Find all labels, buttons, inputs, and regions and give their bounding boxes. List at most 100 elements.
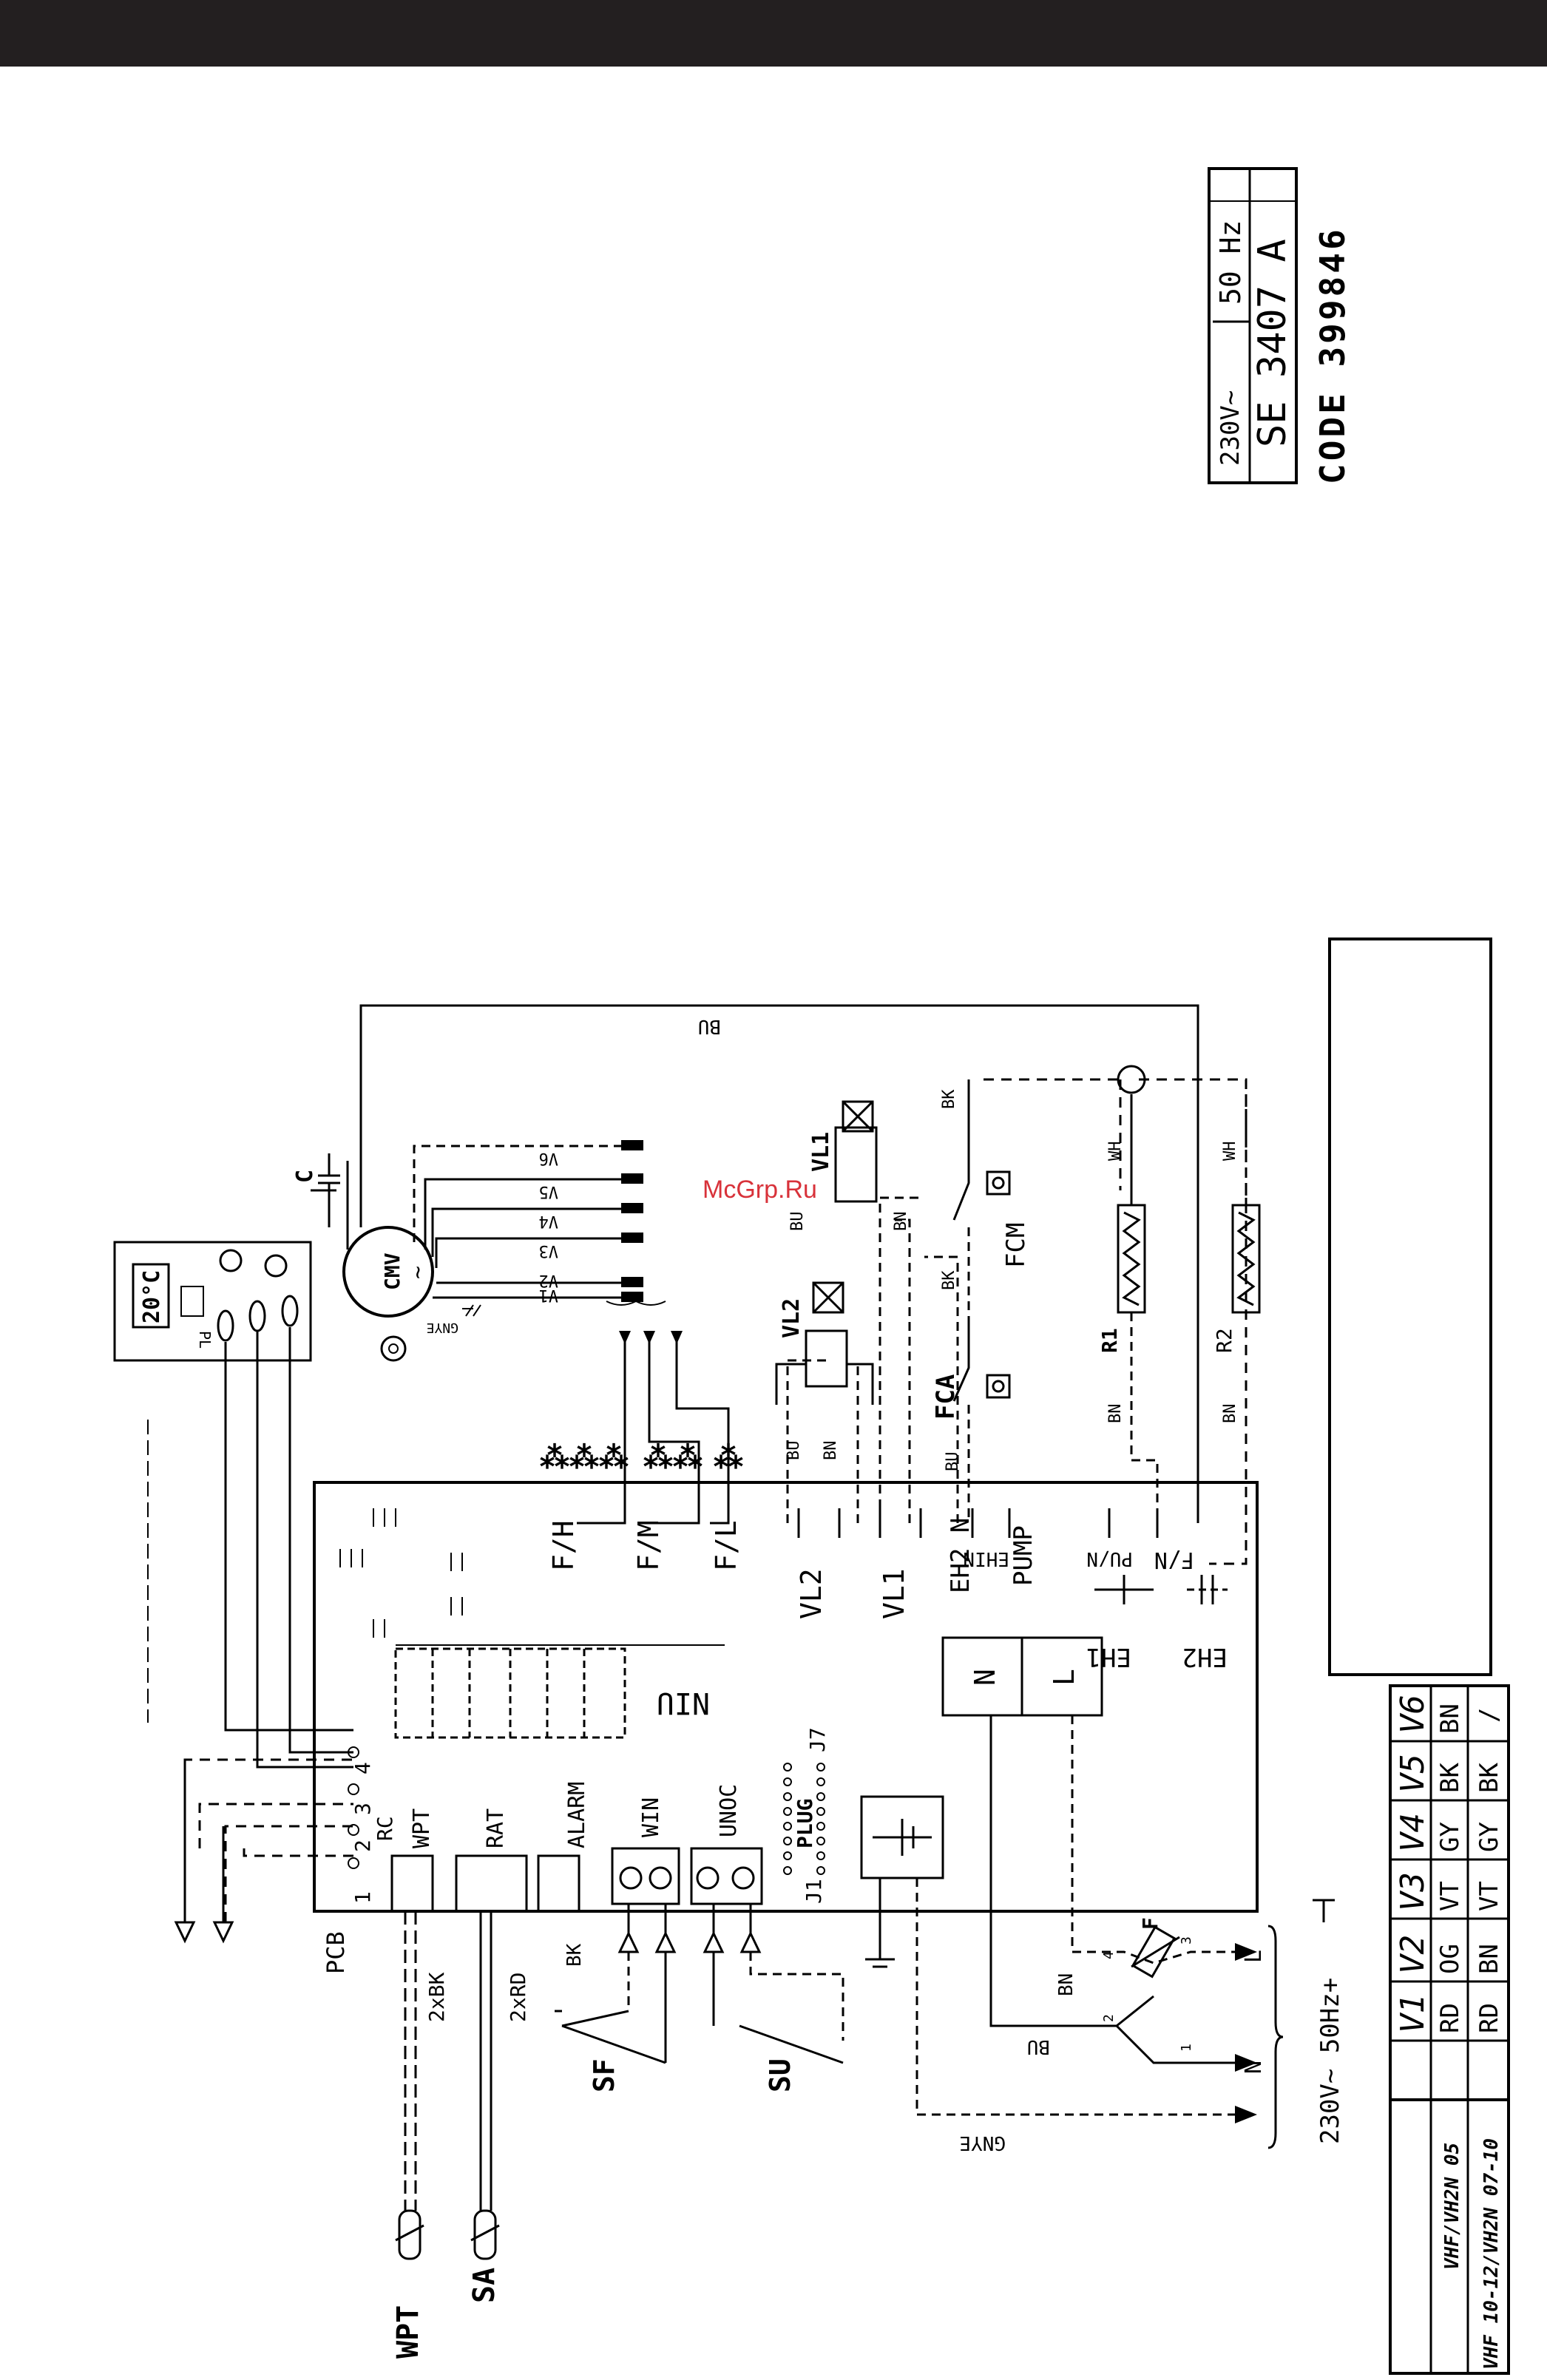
motor-tap-wires	[413, 1145, 629, 1299]
table-row1-model: VHF/VH2N 05	[1441, 2143, 1463, 2270]
term-vl1: VL1	[878, 1568, 910, 1619]
terminal-circle	[1117, 1065, 1146, 1094]
pcb-connectors	[390, 1847, 763, 1913]
tap-v6: V6	[539, 1149, 559, 1167]
r2-wh: WH	[1221, 1142, 1239, 1162]
rc-wires	[224, 1327, 353, 1769]
term-eh2n: EH2 N	[946, 1518, 975, 1593]
fcm-label: FCM	[1001, 1223, 1031, 1268]
valve-vl1	[834, 1100, 878, 1203]
earth-terminal	[860, 1795, 944, 1968]
spec-code: CODE 399846	[1313, 226, 1353, 484]
svg-text:⁂⁂⁂: ⁂⁂⁂	[540, 1441, 629, 1475]
wpt-cable: 2xBK	[424, 1972, 449, 2022]
table-header-v5: V5	[1394, 1754, 1432, 1793]
valve-vl2-bu: BU	[785, 1441, 803, 1461]
tap-v2: V2	[539, 1271, 559, 1289]
table-row1-v5: BK	[1435, 1763, 1465, 1793]
sf-switch	[555, 1904, 677, 2064]
fcm-bk-top: BK	[940, 1089, 958, 1109]
motor-ground-icon	[462, 1304, 481, 1317]
term-fh: F/H	[547, 1520, 580, 1571]
valve-vl2-label: VL2	[779, 1298, 805, 1338]
rc-terminal-circles	[348, 1746, 359, 1869]
sa-sensor-label: SA	[467, 2268, 501, 2303]
tap-v3: V3	[539, 1241, 559, 1260]
connector-win: WIN	[638, 1797, 664, 1837]
wpt-sensor-label: WPT	[391, 2305, 425, 2359]
table-header-v3: V3	[1394, 1872, 1432, 1911]
tap-v1: V1	[539, 1286, 559, 1304]
valve-vl2-bn: BN	[822, 1441, 840, 1461]
fan-speed-icons: ⁂⁂⁂ ⁂⁂ ⁂	[540, 1441, 743, 1475]
table-header-v6: V6	[1394, 1695, 1432, 1734]
term-fm: F/M	[632, 1520, 665, 1571]
table-row2-v3: VT	[1475, 1881, 1504, 1911]
valve-vl1-label: VL1	[808, 1132, 834, 1172]
rc-down-arrows	[174, 1760, 234, 1944]
connector-rat: RAT	[483, 1808, 509, 1848]
fuse-pin-2: 2	[1101, 2014, 1117, 2022]
rc-pin-3: 3	[351, 1803, 375, 1815]
pcb-board	[313, 1481, 1259, 1913]
thermostat-switches	[952, 1079, 1011, 1523]
connector-wpt: WPT	[409, 1808, 435, 1848]
table-header-v2: V2	[1394, 1935, 1432, 1974]
r1-bn: BN	[1106, 1404, 1125, 1424]
svg-text:⁂⁂: ⁂⁂	[643, 1441, 703, 1475]
table-row2-v6: /	[1475, 1708, 1504, 1723]
plug-label: PLUG	[793, 1799, 817, 1848]
bu-label-top: BU	[698, 1015, 721, 1037]
nl-terminal	[941, 1636, 1103, 1717]
connector-alarm: ALARM	[564, 1782, 590, 1848]
fuse-pin-1: 1	[1179, 2044, 1194, 2052]
table-row1-v6: BN	[1435, 1703, 1465, 1734]
valve-wires	[786, 1196, 959, 1523]
rc-pin-2: 2	[351, 1840, 375, 1852]
fca-bu: BU	[944, 1452, 962, 1472]
motor-symbol: ~	[405, 1266, 431, 1279]
supply-arrows	[1235, 1943, 1257, 2123]
capacitor-label: C	[292, 1170, 318, 1183]
main-switch-fuse	[1116, 1925, 1180, 2027]
table-row2-model: VHF 10-12/VH2N 07-10	[1480, 2138, 1503, 2370]
table-row2-v4: GY	[1475, 1822, 1504, 1852]
display-text: 20°C	[139, 1270, 165, 1323]
heater-r2	[1231, 1094, 1261, 1314]
pcb-label: PCB	[322, 1931, 350, 1974]
supply-gnye: GNYE	[959, 2132, 1006, 2154]
j1-label: J1	[802, 1879, 826, 1904]
sa-cable: 2xRD	[506, 1973, 530, 2022]
tap-connectors	[621, 1140, 643, 1302]
valve-vl2	[775, 1281, 874, 1405]
earth-symbol	[1313, 1899, 1335, 1922]
term-pump: PUMP	[1009, 1525, 1038, 1586]
table-row2-v5: BK	[1475, 1763, 1504, 1793]
fan-motor	[311, 1161, 434, 1362]
heater-r1	[1117, 1094, 1159, 1523]
pcb-marks	[339, 1508, 463, 1638]
supply-brace	[1267, 1925, 1284, 2149]
eh-relays	[1094, 1575, 1228, 1604]
rc-pin-1: 1	[351, 1891, 375, 1904]
speed-wires	[577, 1338, 730, 1525]
tap-v5: V5	[539, 1182, 559, 1201]
spec-frequency: 50 Hz	[1214, 220, 1247, 305]
nl-n: N	[969, 1669, 1001, 1686]
niu-block	[394, 1647, 626, 1739]
connector-unoc: UNOC	[716, 1784, 742, 1837]
supply-rating: 230V~ 50Hz+	[1316, 1978, 1345, 2144]
fca-label: FCA	[931, 1374, 961, 1420]
j7-label: J7	[805, 1727, 830, 1752]
term-eh2: EH2	[1182, 1642, 1228, 1672]
spec-voltage: 230V~	[1216, 390, 1245, 466]
legend-box	[1328, 938, 1492, 1676]
term-fl: F/L	[710, 1520, 742, 1571]
motor-label: CMV	[380, 1252, 404, 1290]
supply-bu: BU	[1027, 2035, 1050, 2058]
table-row2-v1: RD	[1475, 2003, 1504, 2033]
alarm-bk: BK	[563, 1943, 586, 1967]
r2-bn: BN	[1221, 1404, 1239, 1424]
heater-dashed-loop	[984, 1078, 1248, 1565]
table-header-v4: V4	[1394, 1813, 1432, 1852]
